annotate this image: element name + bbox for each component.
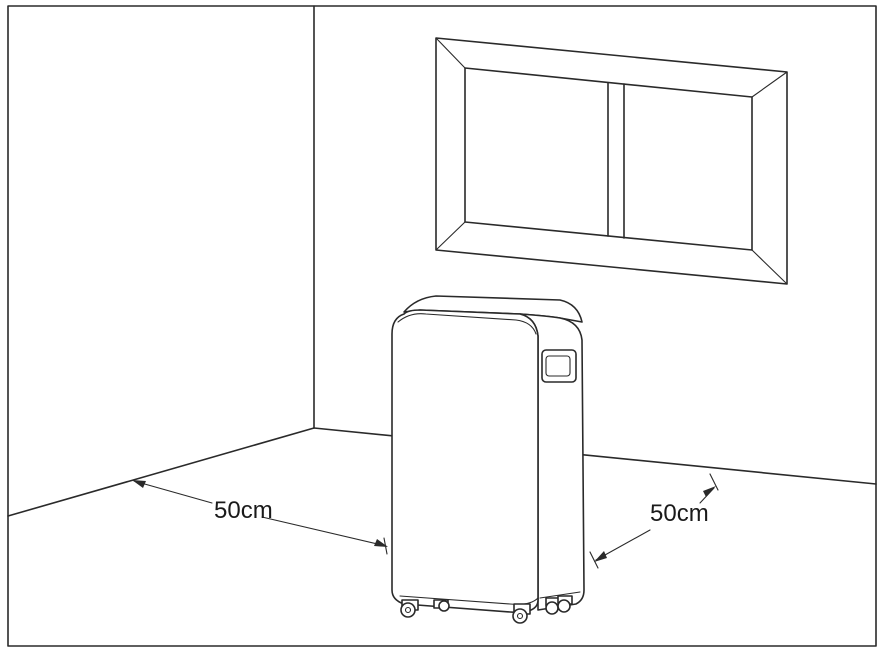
handle-outer [541, 349, 577, 383]
right-extension-tick-near [589, 551, 599, 569]
floor-line-left [7, 427, 315, 517]
diagram-frame [7, 5, 877, 647]
left-dimension-line-b [261, 516, 387, 547]
right-extension-tick-far [709, 473, 719, 491]
window [435, 37, 788, 285]
right-clearance-label: 50cm [650, 500, 709, 527]
window-bevel-bl [435, 221, 466, 251]
left-arrowhead-end [374, 539, 388, 547]
unit-caster-rear-right-b [557, 595, 573, 613]
unit-side-base-line [539, 591, 581, 599]
handle-inner [545, 355, 571, 377]
dehumidifier-unit [391, 295, 585, 624]
window-bevel-tr [751, 71, 788, 98]
unit-top-edge [397, 313, 537, 335]
left-dimension-line-a [133, 480, 213, 504]
left-clearance-dimension: 50cm [132, 480, 388, 555]
unit-caster-front-left [400, 599, 419, 618]
right-arrowhead-start [594, 551, 607, 562]
unit-side-handle [541, 349, 577, 383]
left-extension-tick [383, 537, 388, 555]
left-clearance-label: 50cm [214, 497, 273, 524]
unit-caster-front-right [512, 603, 531, 624]
window-bevel-tl [435, 37, 466, 69]
unit-caster-rear-left [433, 599, 450, 612]
window-outer-frame [435, 37, 788, 285]
right-arrowhead-end [703, 486, 716, 497]
right-clearance-dimension: 50cm [589, 473, 719, 569]
unit-front-panel [391, 309, 539, 614]
left-arrowhead-start [132, 480, 146, 488]
window-bevel-br [751, 249, 788, 285]
